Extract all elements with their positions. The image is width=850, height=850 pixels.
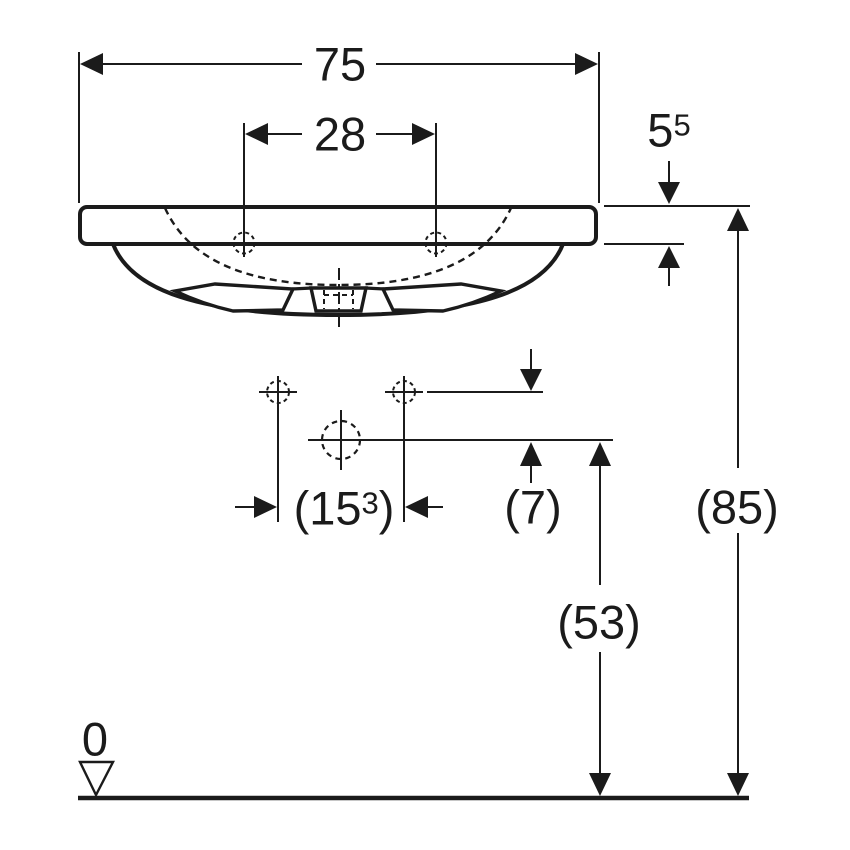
- basin-rim-slab: [78, 205, 598, 246]
- dim-7-arrow-up: [520, 442, 542, 466]
- dim-53-arrow-down: [589, 773, 611, 796]
- dim-55-label-main: 5: [647, 103, 674, 157]
- dim-75-arrow-right: [575, 53, 598, 75]
- datum-triangle: [78, 760, 115, 798]
- dim-153-arrow-left: [254, 496, 277, 518]
- tap-hole-left-circle: [232, 231, 256, 255]
- fixing-hole-right-circle: [392, 380, 416, 404]
- dim-drain-height-53: [589, 442, 611, 796]
- dim-7-label: (7): [504, 480, 562, 534]
- drain-hole: [308, 410, 613, 470]
- dim-53-label: (53): [557, 595, 641, 649]
- dim-53-arrow-up: [589, 442, 611, 466]
- dim-153-label-post: ): [378, 481, 395, 535]
- inner-edge-right-connector: [364, 286, 385, 291]
- tap-holes: [225, 123, 455, 257]
- dim-width-75: [78, 52, 600, 203]
- dim-85-arrow-down: [727, 773, 749, 796]
- fixing-hole-left-circle: [266, 380, 290, 404]
- dim-55-arrow-down: [658, 182, 680, 204]
- inner-edge-left-connector: [291, 286, 313, 291]
- dim-55-label-sup: 5: [673, 107, 691, 143]
- basin-body: [78, 205, 598, 327]
- drain-hole-circle: [320, 419, 362, 461]
- floor-datum: [78, 760, 749, 801]
- inner-bowl-right: [380, 282, 507, 313]
- bowl-outer-curve: [111, 243, 565, 318]
- dim-55-arrow-up: [658, 246, 680, 268]
- dim-75-arrow-left: [80, 53, 103, 75]
- dim-85-arrow-up: [727, 208, 749, 231]
- dim-85-label: (85): [695, 480, 779, 534]
- dim-75-label: 75: [313, 37, 367, 91]
- dim-28-arrow-left: [245, 123, 268, 145]
- dim-153-label-sup: 3: [361, 485, 379, 521]
- fixing-holes: [259, 376, 543, 522]
- dim-fixing-spacing-153: [235, 496, 443, 518]
- dim-153-label-pre: (15: [293, 481, 362, 535]
- dim-rim-thickness-55: [604, 161, 750, 286]
- dim-7-arrow-down: [520, 369, 542, 391]
- dim-55-label: 55: [647, 107, 690, 154]
- dim-153-label: (153): [294, 485, 395, 532]
- dim-28-arrow-right: [412, 123, 435, 145]
- tap-hole-right-circle: [424, 231, 448, 255]
- dim-offset-7: [520, 349, 542, 483]
- datum-0-label: 0: [81, 712, 109, 766]
- dim-tap-spacing-28: [245, 123, 435, 145]
- dim-153-arrow-right: [405, 496, 428, 518]
- dim-rim-height-85: [727, 208, 749, 796]
- bowl-hidden-curve: [163, 207, 513, 287]
- dim-28-label: 28: [313, 107, 367, 161]
- inner-bowl-left: [169, 282, 296, 313]
